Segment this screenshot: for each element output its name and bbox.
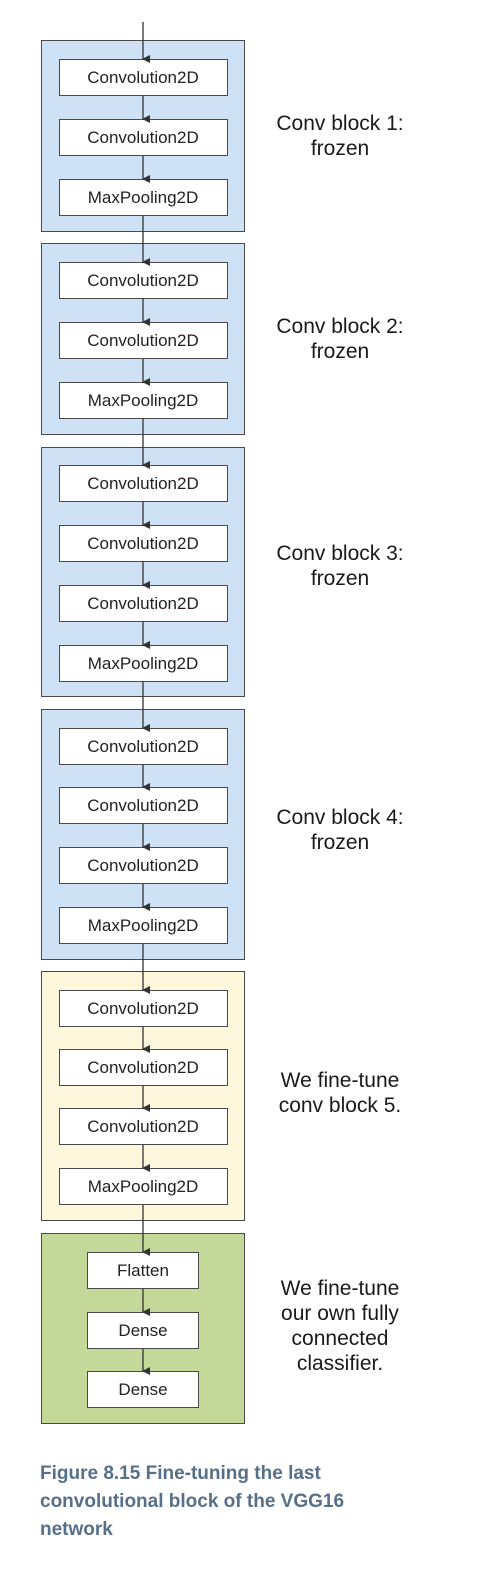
layer-maxpooling2d: MaxPooling2D bbox=[58, 1168, 228, 1205]
layer-convolution2d: Convolution2D bbox=[58, 990, 228, 1027]
layer-maxpooling2d: MaxPooling2D bbox=[58, 179, 228, 216]
caption-line: convolutional block of the VGG16 bbox=[40, 1491, 345, 1512]
layer-convolution2d: Convolution2D bbox=[58, 1108, 228, 1145]
block-1-label: Conv block 1:frozen bbox=[245, 111, 435, 161]
label-line: frozen bbox=[310, 567, 370, 590]
layer-convolution2d: Convolution2D bbox=[58, 59, 228, 96]
caption-line: network bbox=[40, 1519, 113, 1540]
label-line: We fine-tune bbox=[280, 1277, 400, 1300]
label-line: frozen bbox=[310, 137, 370, 160]
label-line: classifier. bbox=[296, 1352, 384, 1375]
label-line: frozen bbox=[310, 831, 370, 854]
label-line: Conv block 4: bbox=[276, 806, 404, 829]
caption-line: Figure 8.15 Fine-tuning the last bbox=[40, 1463, 321, 1484]
layer-convolution2d: Convolution2D bbox=[58, 119, 228, 156]
block-4-label: Conv block 4:frozen bbox=[245, 805, 435, 855]
layer-maxpooling2d: MaxPooling2D bbox=[58, 382, 228, 419]
layer-convolution2d: Convolution2D bbox=[58, 787, 228, 824]
label-line: frozen bbox=[310, 340, 370, 363]
layer-convolution2d: Convolution2D bbox=[58, 847, 228, 884]
label-line: connected bbox=[291, 1327, 389, 1350]
layer-maxpooling2d: MaxPooling2D bbox=[58, 645, 228, 682]
layer-convolution2d: Convolution2D bbox=[58, 465, 228, 502]
layer-dense: Dense bbox=[87, 1312, 199, 1349]
layer-flatten: Flatten bbox=[87, 1252, 199, 1289]
label-line: Conv block 3: bbox=[276, 542, 404, 565]
block-3-label: Conv block 3:frozen bbox=[245, 541, 435, 591]
layer-convolution2d: Convolution2D bbox=[58, 525, 228, 562]
label-line: our own fully bbox=[281, 1302, 399, 1325]
layer-dense: Dense bbox=[87, 1371, 199, 1408]
label-line: Conv block 2: bbox=[276, 315, 404, 338]
block-2-label: Conv block 2:frozen bbox=[245, 314, 435, 364]
label-line: Conv block 1: bbox=[276, 112, 404, 135]
figure-caption: Figure 8.15 Fine-tuning the last convolu… bbox=[40, 1460, 440, 1544]
label-line: We fine-tune bbox=[280, 1069, 400, 1092]
layer-convolution2d: Convolution2D bbox=[58, 262, 228, 299]
layer-convolution2d: Convolution2D bbox=[58, 1049, 228, 1086]
layer-convolution2d: Convolution2D bbox=[58, 585, 228, 622]
label-line: conv block 5. bbox=[278, 1094, 402, 1117]
layer-maxpooling2d: MaxPooling2D bbox=[58, 907, 228, 944]
layer-convolution2d: Convolution2D bbox=[58, 322, 228, 359]
layer-convolution2d: Convolution2D bbox=[58, 728, 228, 765]
